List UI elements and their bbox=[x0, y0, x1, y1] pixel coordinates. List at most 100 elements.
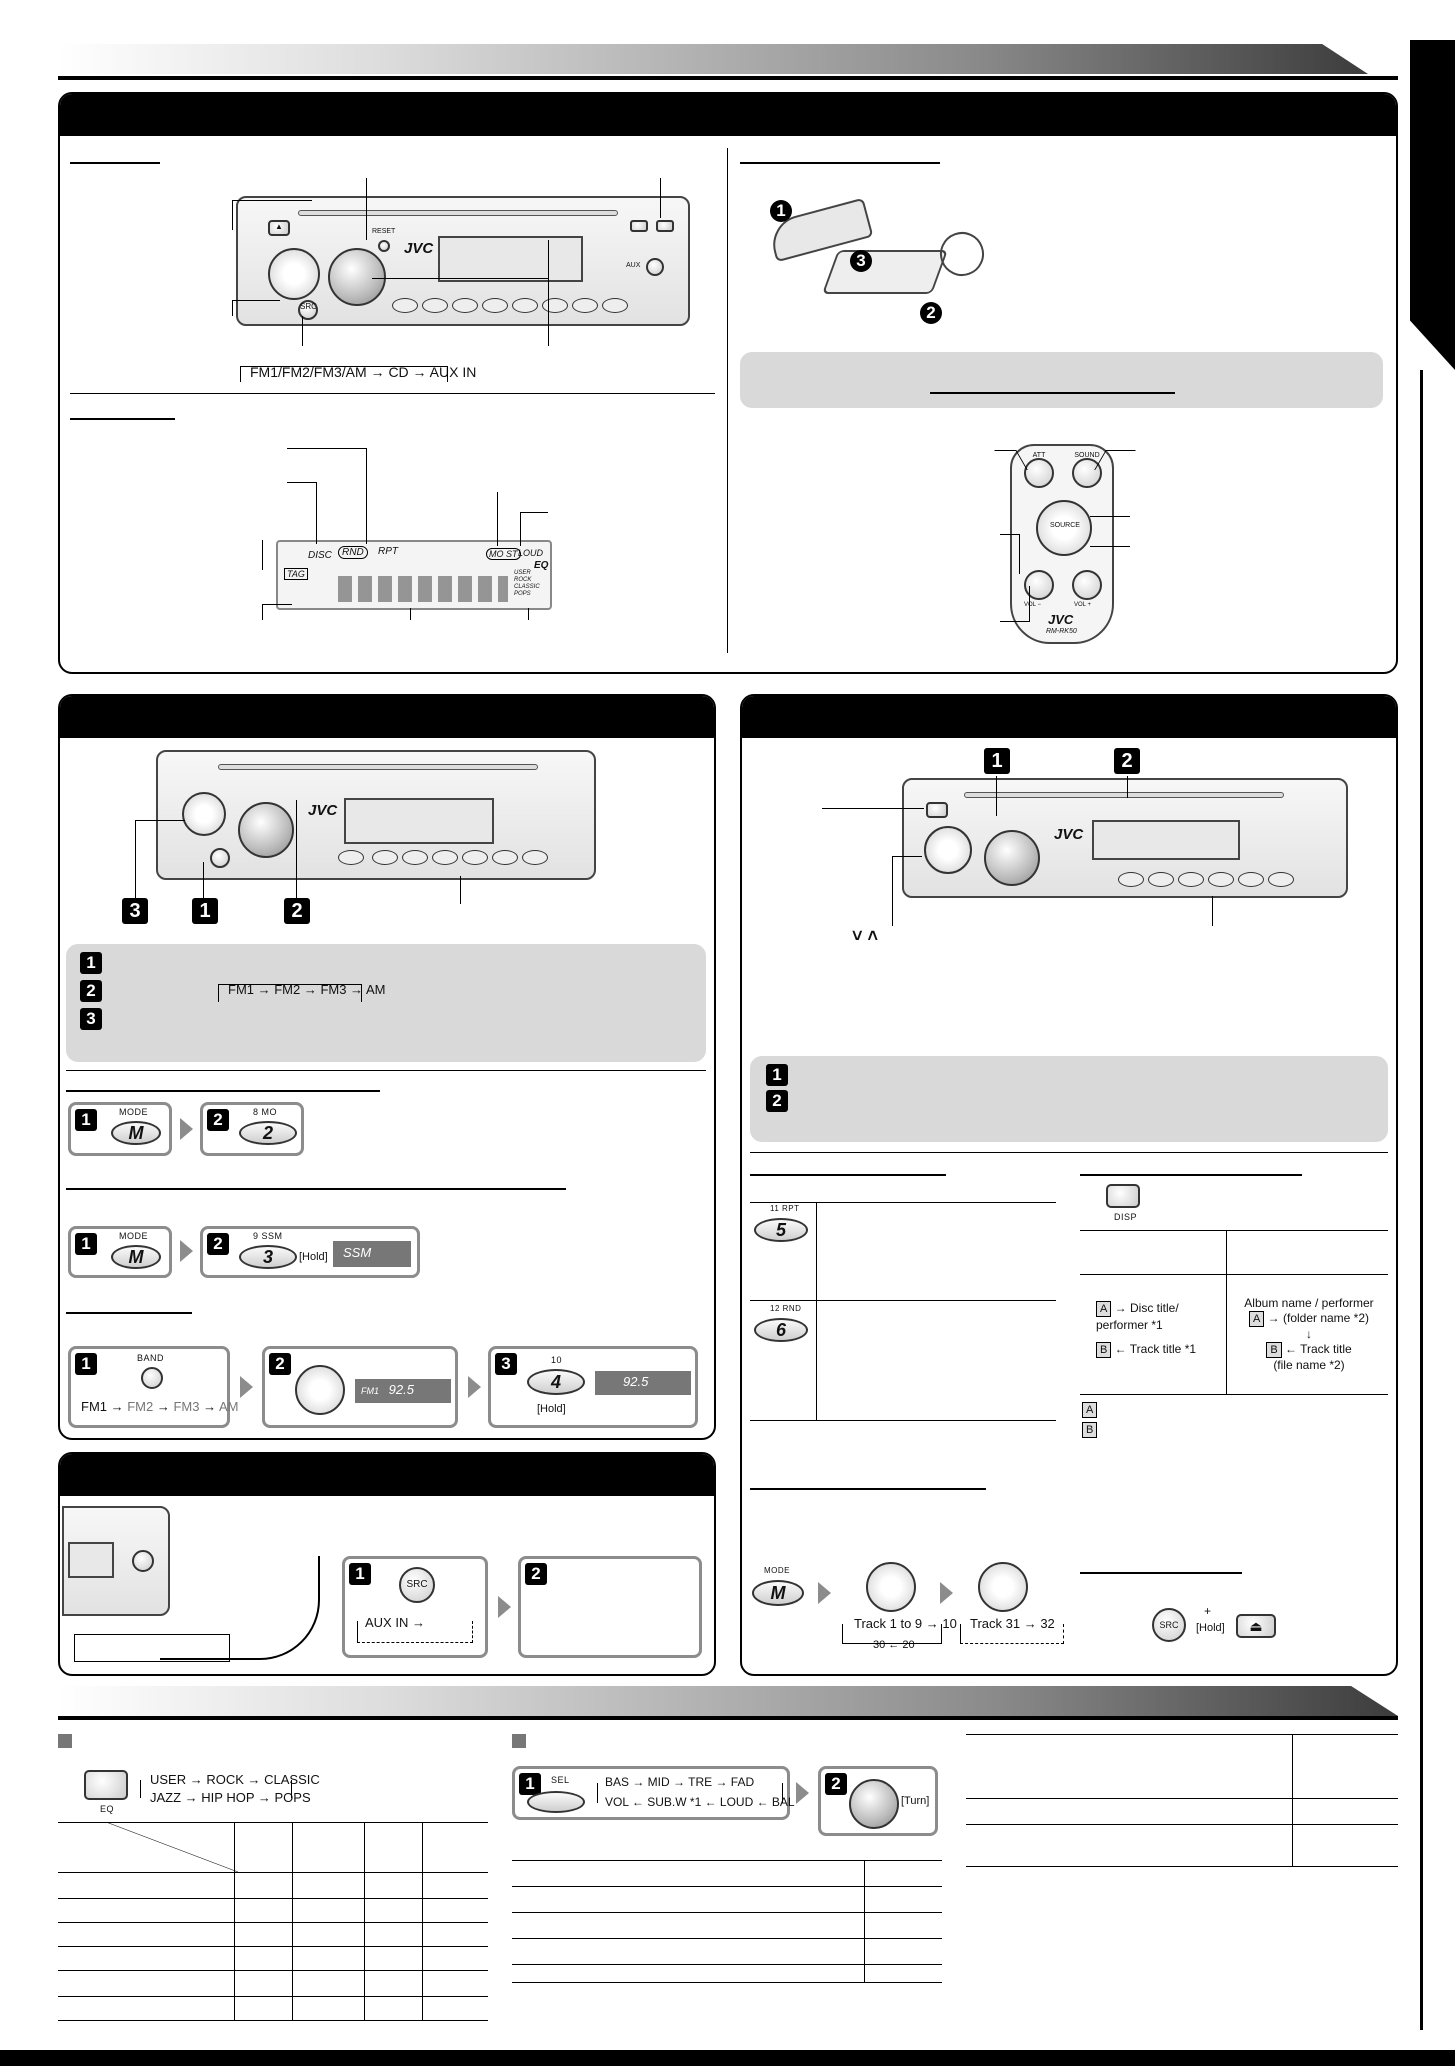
radio-dpad[interactable] bbox=[182, 792, 226, 836]
cd-brand: JVC bbox=[1054, 826, 1084, 843]
radio-preset-1[interactable] bbox=[372, 850, 398, 865]
mo-preset-button[interactable]: 2 bbox=[239, 1121, 297, 1145]
rpt-button[interactable]: 5 bbox=[754, 1218, 808, 1242]
cd-preset-3[interactable] bbox=[1178, 872, 1204, 887]
legend-a: A bbox=[1082, 1400, 1098, 1418]
radio-preset-2[interactable] bbox=[402, 850, 428, 865]
turn-label: [Turn] bbox=[901, 1795, 930, 1807]
radio-src-button[interactable] bbox=[210, 848, 230, 868]
radio-preset-6[interactable] bbox=[522, 850, 548, 865]
band-button[interactable] bbox=[141, 1367, 163, 1389]
character-segments bbox=[338, 576, 508, 602]
ssm-hold: [Hold] bbox=[299, 1251, 328, 1263]
mo-mode-button[interactable]: M bbox=[111, 1121, 161, 1145]
radio-preset-5[interactable] bbox=[492, 850, 518, 865]
manual-hold: [Hold] bbox=[537, 1403, 566, 1415]
ssm-step-2-card: 2 9 SSM 3 [Hold] SSM bbox=[200, 1226, 420, 1278]
radio-preset-4[interactable] bbox=[462, 850, 488, 865]
ssm-preset-label: 9 SSM bbox=[253, 1231, 283, 1241]
radio-step-2-badge: 2 bbox=[80, 980, 102, 1002]
cd-panel-illustration: JVC bbox=[902, 778, 1348, 898]
ssm-mode-button[interactable]: M bbox=[111, 1245, 161, 1269]
eject-src-button[interactable]: SRC bbox=[1152, 1608, 1186, 1642]
preset-5[interactable] bbox=[572, 298, 598, 313]
remote-controller: ATT SOUND SOURCE VOL − VOL + JVC RM-RK50 bbox=[1010, 444, 1114, 644]
disp-button[interactable] bbox=[656, 220, 674, 232]
manual-preset-label: 10 bbox=[551, 1355, 563, 1365]
sel-button[interactable] bbox=[527, 1791, 585, 1813]
eq-btn-label: EQ bbox=[100, 1804, 115, 1814]
src-button[interactable]: SRC bbox=[298, 300, 318, 320]
turn-knob[interactable] bbox=[849, 1779, 899, 1829]
box-b: B bbox=[1096, 1342, 1112, 1358]
aux-label: AUX bbox=[626, 262, 641, 269]
ssm-preset-button[interactable]: 3 bbox=[239, 1245, 297, 1269]
radio-section-header bbox=[60, 696, 714, 738]
eq-button[interactable] bbox=[630, 220, 648, 232]
eq-flow-bracket bbox=[140, 1780, 292, 1798]
preset-3[interactable] bbox=[512, 298, 538, 313]
cd-preset-2[interactable] bbox=[1148, 872, 1174, 887]
eq-table-row bbox=[58, 1898, 488, 1899]
sel-table-row bbox=[512, 1912, 942, 1913]
callout-line bbox=[135, 820, 185, 900]
preset-1[interactable] bbox=[452, 298, 478, 313]
manual-preset-button[interactable]: 4 bbox=[527, 1369, 585, 1395]
preset-2[interactable] bbox=[482, 298, 508, 313]
aux-input-jack[interactable] bbox=[132, 1550, 154, 1572]
aux-jack[interactable] bbox=[646, 258, 664, 276]
sel-button[interactable] bbox=[392, 298, 418, 313]
remote-sound-button[interactable]: SOUND bbox=[1072, 452, 1102, 488]
manual-dpad[interactable] bbox=[295, 1365, 345, 1415]
remote-att-button[interactable]: ATT bbox=[1024, 452, 1054, 488]
rnd-button[interactable]: 6 bbox=[754, 1318, 808, 1342]
panel-lcd bbox=[438, 236, 583, 282]
remote-vol-plus[interactable] bbox=[1072, 570, 1102, 600]
cd-volume-knob[interactable] bbox=[984, 830, 1040, 886]
radio-callout-2: 2 bbox=[284, 898, 310, 924]
cd-preset-6[interactable] bbox=[1268, 872, 1294, 887]
cd-mode-label: MODE bbox=[764, 1566, 790, 1575]
eq-select-button[interactable] bbox=[84, 1770, 128, 1800]
eject-button[interactable]: ▲ bbox=[268, 220, 290, 236]
album-title-text: Album name / performer bbox=[1244, 1296, 1374, 1310]
callout-line bbox=[262, 604, 292, 620]
remote-caption-box bbox=[740, 352, 1383, 408]
preset-6[interactable] bbox=[602, 298, 628, 313]
remote-caption-underline bbox=[930, 392, 1175, 394]
brand-logo: JVC bbox=[404, 240, 434, 257]
mode-button[interactable] bbox=[422, 298, 448, 313]
radio-mode-button[interactable] bbox=[338, 850, 364, 865]
remote-dpad[interactable] bbox=[1036, 500, 1092, 556]
track-select-underline bbox=[750, 1488, 986, 1490]
manual-step-1-card: 1 BAND FM1 → FM2 → FM3 → AM bbox=[68, 1346, 238, 1428]
overview-section-header bbox=[60, 94, 1396, 136]
eject-plus: + bbox=[1204, 1604, 1212, 1618]
cd-disp-button[interactable] bbox=[1106, 1184, 1140, 1208]
callout-line bbox=[232, 300, 280, 316]
volume-knob[interactable] bbox=[328, 248, 386, 306]
sel-flow-bracket bbox=[597, 1783, 783, 1803]
radio-steps-box bbox=[66, 944, 706, 1062]
sel-step-2-badge: 2 bbox=[825, 1773, 847, 1795]
callout-line bbox=[203, 862, 204, 900]
preset-4[interactable] bbox=[542, 298, 568, 313]
eq-table-row bbox=[58, 1996, 488, 1997]
track-dpad-2[interactable] bbox=[978, 1562, 1028, 1612]
radio-preset-3[interactable] bbox=[432, 850, 458, 865]
cd-dpad[interactable] bbox=[924, 826, 972, 874]
cd-preset-4[interactable] bbox=[1208, 872, 1234, 887]
eject-hold-button[interactable]: ⏏ bbox=[1236, 1614, 1276, 1638]
cd-mode-button[interactable]: M bbox=[752, 1580, 804, 1606]
reset-button[interactable] bbox=[378, 240, 390, 252]
mo-mode-label: MODE bbox=[119, 1107, 148, 1117]
cd-step-1-badge: 1 bbox=[766, 1064, 788, 1086]
track-dpad-1[interactable] bbox=[866, 1562, 916, 1612]
cd-eject-button[interactable] bbox=[926, 802, 948, 818]
callout-line bbox=[497, 492, 498, 546]
control-dpad[interactable] bbox=[268, 248, 320, 300]
aux-src-button[interactable]: SRC bbox=[399, 1567, 435, 1603]
cd-preset-5[interactable] bbox=[1238, 872, 1264, 887]
radio-volume-knob[interactable] bbox=[238, 802, 294, 858]
cd-preset-1[interactable] bbox=[1118, 872, 1144, 887]
